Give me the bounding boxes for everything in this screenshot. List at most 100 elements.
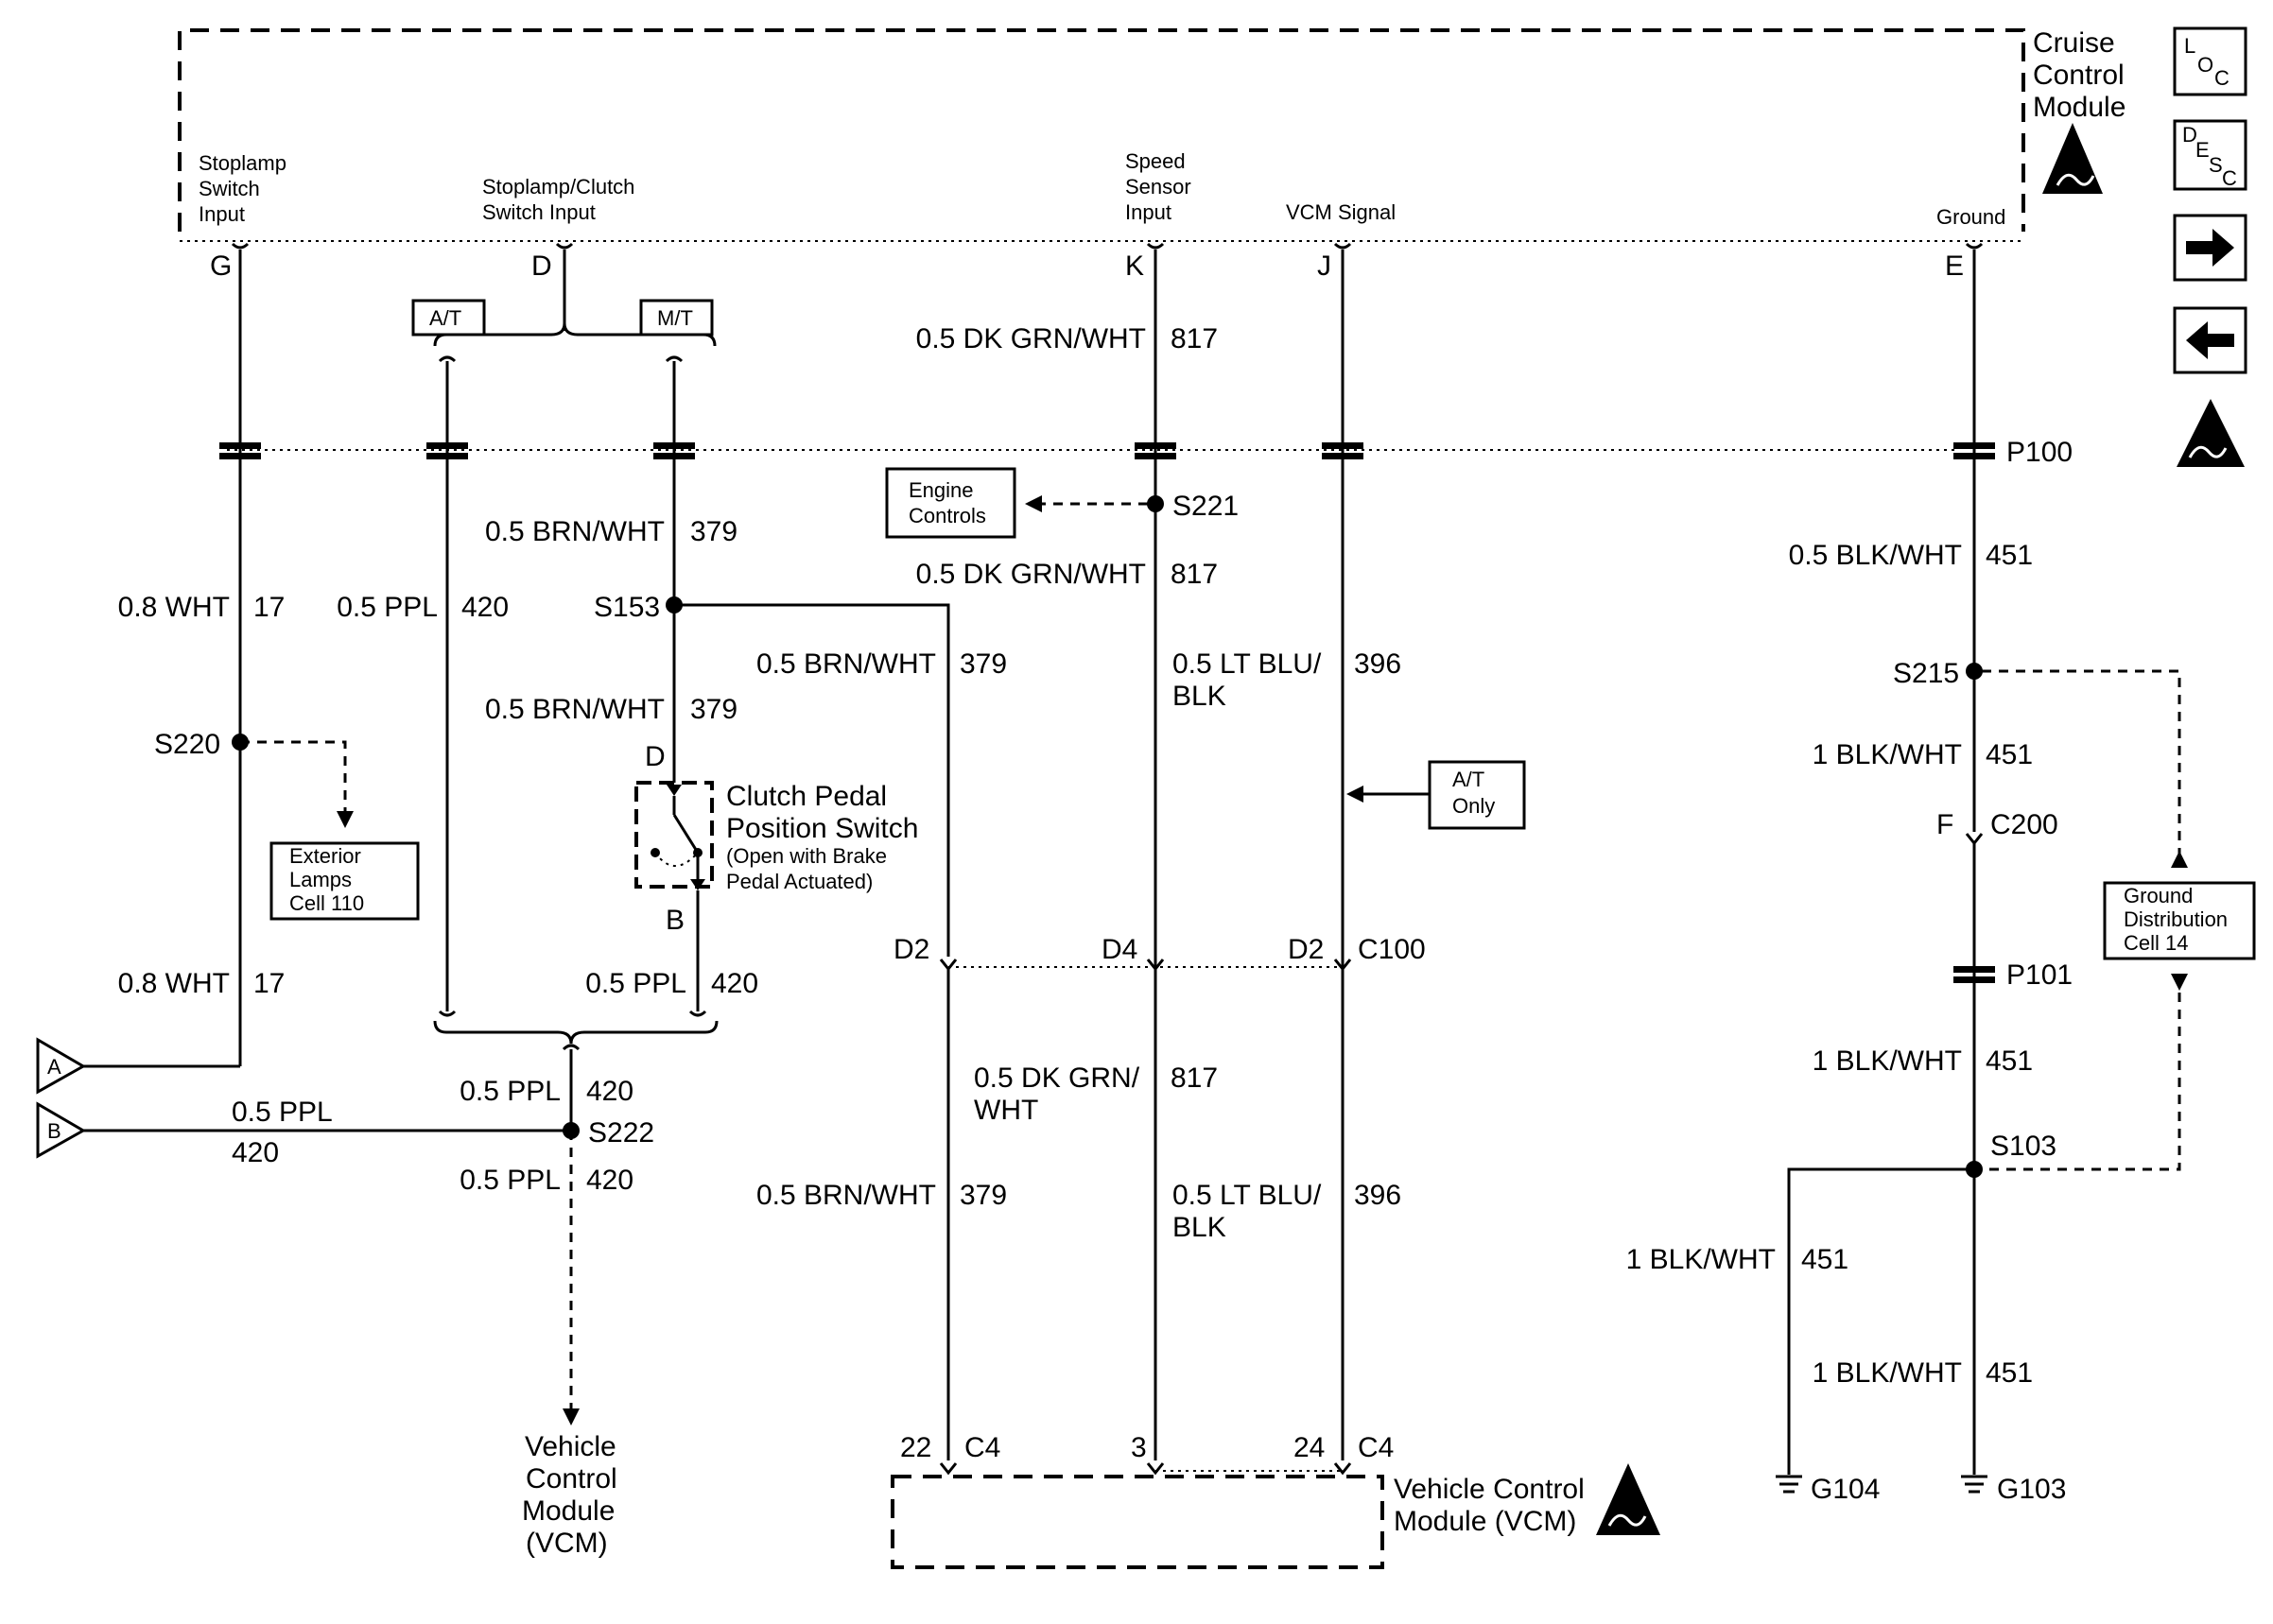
- arrow-left-icon[interactable]: [2173, 306, 2247, 374]
- wire-label-circuit: 379: [690, 694, 737, 725]
- exterior-lamps-line1: Exterior: [289, 844, 361, 868]
- wire-circuit-17: [61, 250, 261, 1068]
- wire-label-circuit: 817: [1171, 1063, 1218, 1094]
- stoplamp-clutch-input-line2: Switch Input: [482, 200, 596, 224]
- c100-pin-d2-b: D2: [1288, 934, 1324, 965]
- wire-label-color: 0.8 WHT: [118, 968, 230, 999]
- module-input-labels: Stoplamp Switch Input Stoplamp/Clutch Sw…: [199, 149, 2005, 229]
- desc-e: E: [2195, 138, 2210, 162]
- vehicle-control-module: 22 C4 3 24 C4 Vehicle Control Module (VC…: [891, 1432, 1585, 1569]
- g104-label: G104: [1811, 1474, 1880, 1505]
- vcm-pin-22: 22: [900, 1432, 931, 1463]
- tag-mt: [639, 299, 714, 337]
- side-icon-loc[interactable]: L O C: [2173, 26, 2247, 96]
- vcm-left-line2: Control: [526, 1463, 617, 1494]
- wire-label-color: 0.5 BRN/WHT: [485, 694, 665, 725]
- cruise-module-line3: Module: [2033, 92, 2126, 123]
- c100-pin-d2-a: D2: [894, 934, 929, 965]
- side-icon-desc[interactable]: D E S C: [2173, 119, 2247, 191]
- wire-label-color: 0.5 BRN/WHT: [756, 1180, 936, 1211]
- pin-terminals: [231, 242, 1984, 250]
- splice-s153: S153: [594, 592, 950, 957]
- desc-d: D: [2182, 123, 2197, 147]
- vcm-bottom-line1: Vehicle Control: [1394, 1474, 1585, 1505]
- vcm-c4-b: C4: [1358, 1432, 1394, 1463]
- cruise-module-line2: Control: [2033, 60, 2125, 91]
- cruise-control-module: Cruise Control Module: [178, 27, 2126, 242]
- module-pins: G D K J E: [210, 251, 1964, 282]
- s222-label: S222: [588, 1117, 654, 1149]
- stoplamp-clutch-input-line1: Stoplamp/Clutch: [482, 175, 634, 199]
- wire-label-circuit: 379: [690, 516, 737, 547]
- clutch-switch-line3: (Open with Brake: [726, 844, 887, 868]
- speed-input-line1: Speed: [1125, 149, 1186, 173]
- offpage-b-label: B: [47, 1119, 61, 1143]
- wire-label-color: 1 BLK/WHT: [1813, 1357, 1962, 1389]
- offpage-connector-b: B: [36, 1101, 87, 1159]
- switch-pin-b: B: [666, 905, 685, 936]
- vcm-pin-24: 24: [1293, 1432, 1325, 1463]
- at-only-line2: Only: [1452, 794, 1495, 818]
- pin-d: D: [531, 251, 552, 282]
- wire-label-circuit: 379: [960, 1180, 1007, 1211]
- wire-label-color: 0.5 DK GRN/WHT: [916, 323, 1146, 354]
- clutch-switch-line1: Clutch Pedal: [726, 781, 887, 812]
- pin-k: K: [1125, 251, 1144, 282]
- ground-g104: G104: [1776, 1474, 1880, 1505]
- engine-controls-line2: Controls: [909, 504, 986, 527]
- exterior-lamps-line3: Cell 110: [289, 891, 364, 915]
- wire-label-circuit: 451: [1986, 1045, 2033, 1077]
- tag-at: [411, 299, 486, 337]
- ground-distribution-box: [2103, 881, 2256, 960]
- stoplamp-input-line2: Switch: [199, 177, 260, 200]
- wire-label-circuit: 17: [253, 968, 285, 999]
- wire-label-color: 0.5 PPL: [585, 968, 686, 999]
- s103-label: S103: [1990, 1131, 2056, 1162]
- tag-mt-label: M/T: [657, 306, 693, 330]
- wire-label-circuit: 420: [711, 968, 758, 999]
- vcm-left-line4: (VCM): [526, 1528, 608, 1559]
- ground-dist-line3: Cell 14: [2124, 931, 2188, 955]
- tag-at-label: A/T: [429, 306, 461, 330]
- wire-label-color: 0.5 BRN/WHT: [485, 516, 665, 547]
- at-only-box: [1428, 760, 1526, 830]
- pin-g: G: [210, 251, 232, 282]
- s222-branch: [433, 1010, 719, 1425]
- ground-g103: G103: [1961, 1474, 2066, 1505]
- wire-label-color: 0.5 BLK/WHT: [1789, 540, 1962, 571]
- engine-controls-box: [885, 467, 1016, 539]
- wire-label-color: 0.5 DK GRN/WHT: [916, 559, 1146, 590]
- splice-s220: S220: [154, 729, 354, 828]
- vcm-bottom-line2: Module (VCM): [1394, 1506, 1576, 1537]
- wire-label-circuit: 396: [1354, 1180, 1401, 1211]
- clutch-switch-line2: Position Switch: [726, 813, 918, 844]
- wire-label-circuit: 451: [1986, 739, 2033, 770]
- wire-label-color: 0.5 PPL: [460, 1165, 561, 1196]
- c200-pin-f: F: [1936, 809, 1953, 840]
- speed-input-line2: Sensor: [1125, 175, 1191, 199]
- vcm-pin-3: 3: [1131, 1432, 1147, 1463]
- vcm-c4-a: C4: [964, 1432, 1000, 1463]
- desc-c: C: [2222, 166, 2237, 190]
- stoplamp-input-line1: Stoplamp: [199, 151, 286, 175]
- at-mt-branch: [426, 250, 717, 1011]
- wire-label-circuit: 420: [586, 1165, 633, 1196]
- vcm-left-line1: Vehicle: [525, 1431, 616, 1462]
- wire-label-circuit: 17: [253, 592, 285, 623]
- wire-circuit-396: [1322, 250, 1430, 1460]
- offpage-connector-a: A: [36, 1037, 87, 1095]
- wire-label-color: 0.5 LT BLU/: [1172, 1180, 1322, 1211]
- wire-label-color: 0.5 PPL: [337, 592, 438, 623]
- wire-labels: 0.5 DK GRN/WHT 817 0.5 BRN/WHT 379 0.5 D…: [118, 323, 2033, 1389]
- loc-c: C: [2214, 66, 2230, 90]
- arrow-right-icon[interactable]: [2173, 214, 2247, 282]
- wire-label-color: 1 BLK/WHT: [1626, 1244, 1776, 1275]
- esd-warning-icon[interactable]: [2177, 399, 2245, 467]
- wire-label-color: BLK: [1172, 681, 1226, 712]
- wire-label-color: 0.5 DK GRN/: [974, 1063, 1140, 1094]
- wire-label-color: 0.5 BRN/WHT: [756, 648, 936, 680]
- wire-label-color: 0.5 PPL: [460, 1076, 561, 1107]
- wire-label-color: 1 BLK/WHT: [1813, 739, 1962, 770]
- offpage-a-label: A: [47, 1055, 61, 1079]
- clutch-switch-line4: Pedal Actuated): [726, 870, 873, 893]
